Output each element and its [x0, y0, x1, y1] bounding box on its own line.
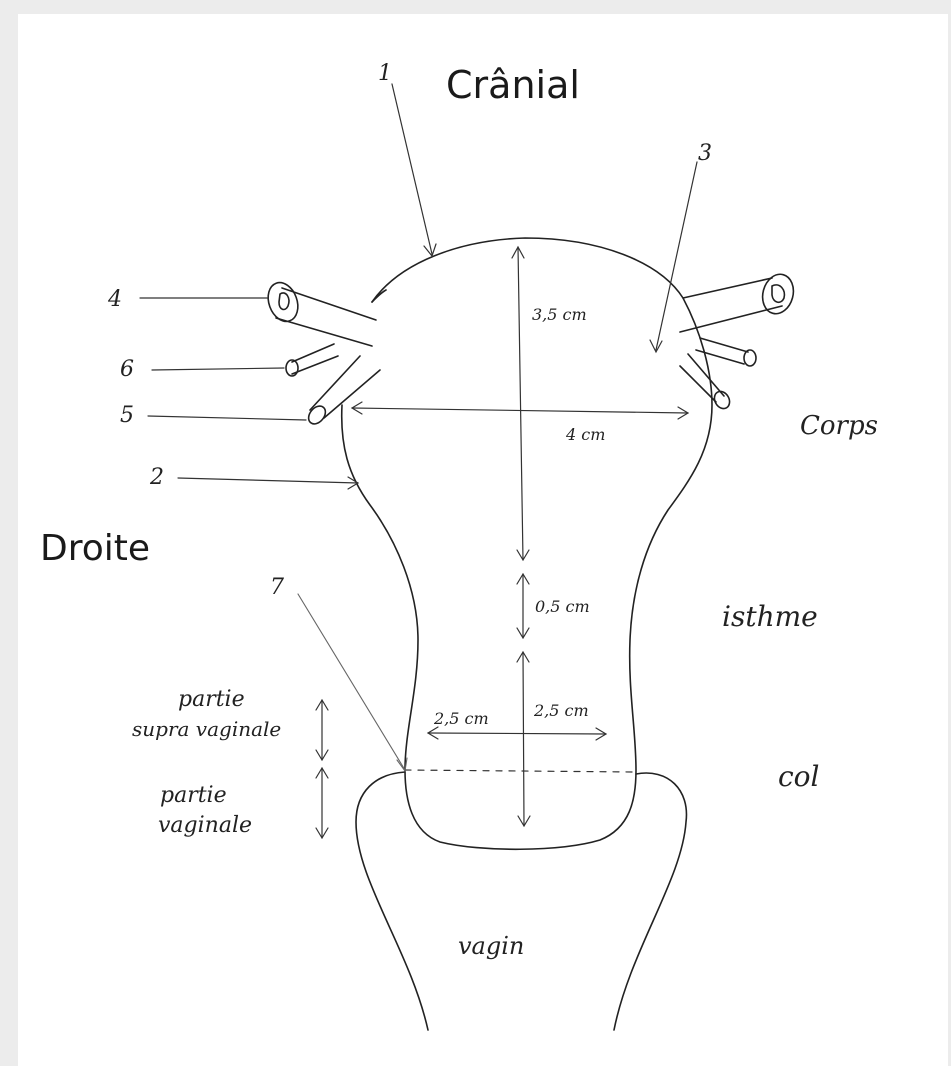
uterus-left-fundus [372, 290, 386, 302]
leader-7 [298, 594, 405, 770]
number-3: 3 [698, 141, 712, 166]
dim-isthmus: 0,5 cm [535, 597, 590, 616]
label-partie-vag-1: partie [160, 783, 227, 808]
left-ovarian-ligament-end [305, 403, 329, 427]
height-arrow [518, 247, 523, 560]
leader-5 [148, 416, 306, 420]
right-round-ligament-end [744, 350, 756, 366]
number-7: 7 [270, 575, 284, 600]
dim-height-body: 3,5 cm [532, 305, 587, 324]
cervix-width-arrow [428, 733, 606, 734]
label-partie-vag-2: vaginale [158, 813, 252, 838]
right-tube-lumen [772, 285, 784, 302]
label-cranial: Crânial [446, 63, 580, 107]
label-vagin: vagin [458, 932, 524, 960]
leader-6 [152, 368, 284, 370]
dim-cervix-width: 2,5 cm [433, 709, 489, 728]
label-corps: Corps [800, 411, 878, 441]
vagina-outline-left [356, 772, 428, 1030]
number-4: 4 [107, 287, 122, 312]
label-droite: Droite [40, 528, 150, 569]
right-ovarian-ligament-end [711, 389, 732, 412]
cervix-divider-dashed [405, 770, 636, 772]
right-ovarian-ligament [680, 354, 724, 402]
number-2: 2 [149, 465, 164, 490]
cervix-height-arrow [523, 652, 524, 826]
number-5: 5 [120, 403, 134, 428]
leader-2 [178, 478, 358, 483]
leader-1 [392, 84, 432, 254]
dim-width-body: 4 cm [565, 425, 605, 444]
dim-cervix-height: 2,5 cm [533, 701, 589, 720]
label-partie-supra-2: supra vaginale [132, 717, 281, 741]
left-round-ligament [292, 344, 338, 374]
left-tube-end [263, 278, 303, 325]
label-col: col [778, 760, 820, 793]
left-tube [276, 288, 376, 346]
label-partie-supra-1: partie [178, 687, 245, 712]
number-1: 1 [378, 61, 392, 86]
left-tube-lumen [279, 293, 289, 310]
leader-3 [656, 162, 697, 350]
number-6: 6 [120, 357, 134, 382]
vagina-outline-right [614, 773, 686, 1030]
label-isthme: isthme [722, 600, 818, 633]
